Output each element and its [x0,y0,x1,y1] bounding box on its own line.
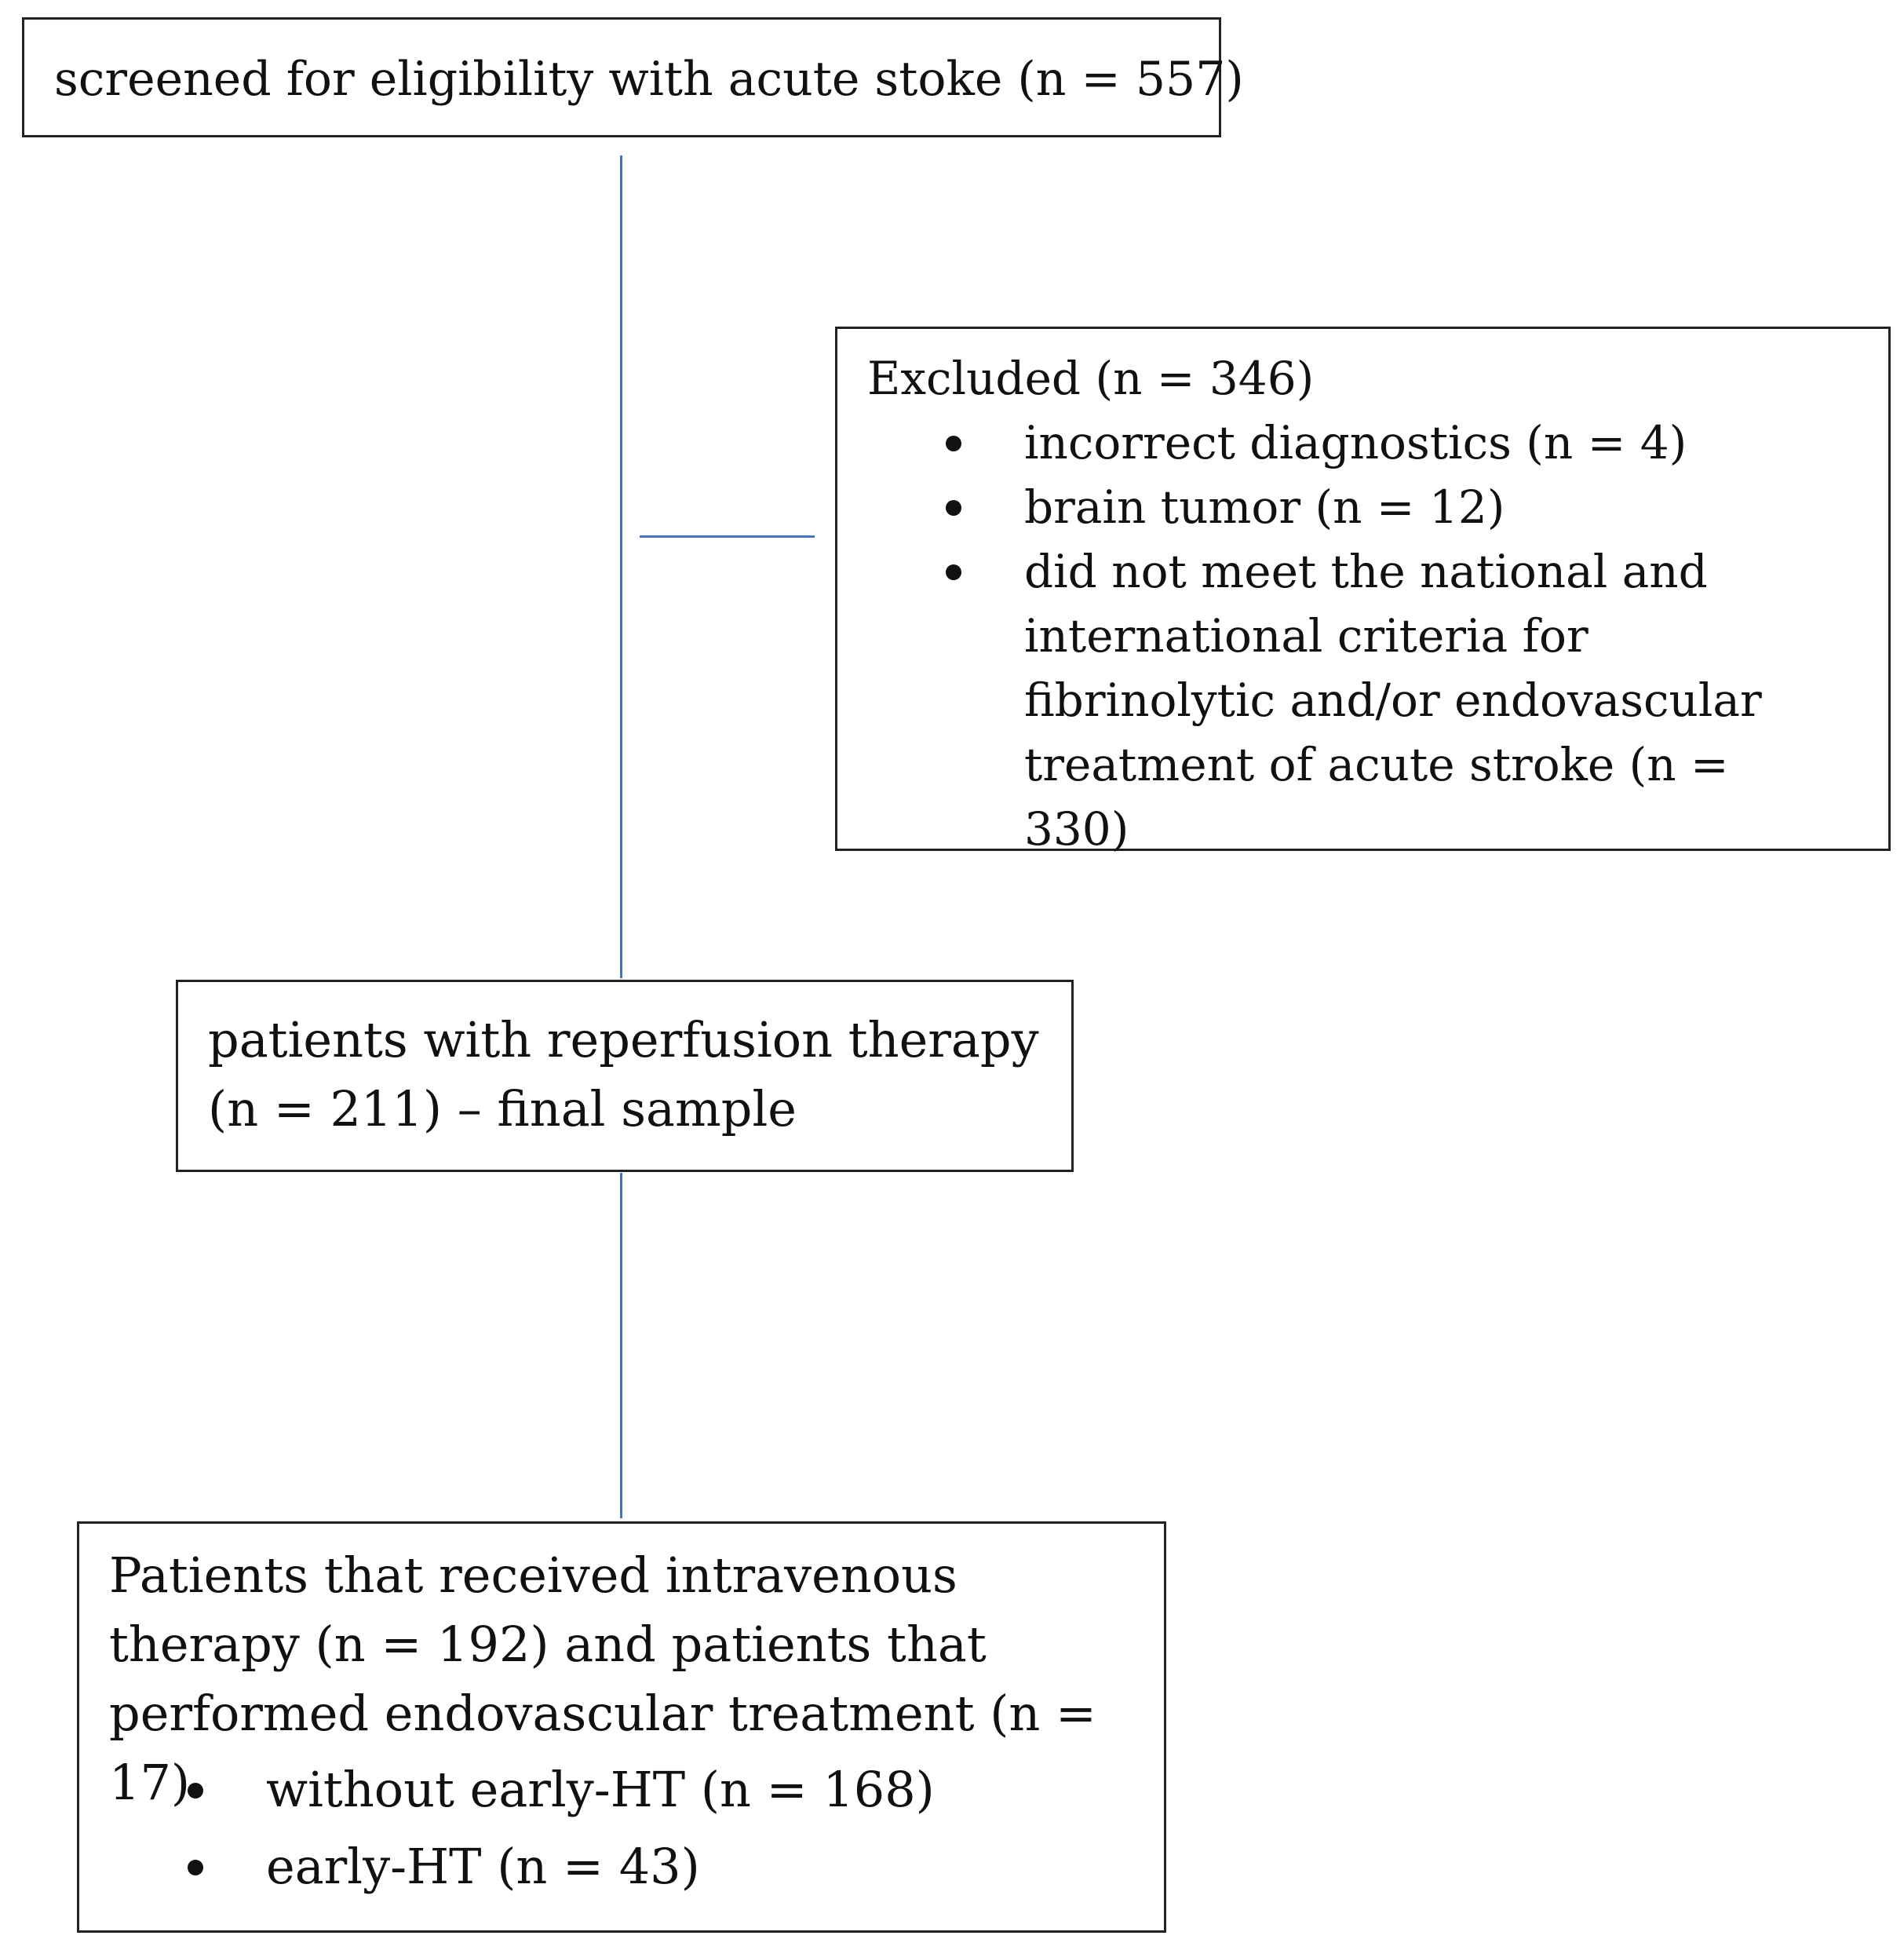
excluded-title: Excluded (n = 346) [867,352,1315,405]
treatment-group-item: early-HT (n = 43) [188,1828,935,1905]
connector-to-excluded [640,535,815,538]
bullet-icon [188,1860,203,1875]
excluded-item: incorrect diagnostics (n = 4) [946,411,1825,475]
excluded-list: incorrect diagnostics (n = 4) brain tumo… [946,411,1825,861]
connector-final-to-groups [620,1173,622,1518]
treatment-group-item: without early-HT (n = 168) [188,1751,935,1828]
screened-text: screened for eligibility with acute stok… [54,52,1244,107]
treatment-groups-list: without early-HT (n = 168) early-HT (n =… [188,1751,935,1905]
treatment-group-label: early-HT (n = 43) [266,1838,700,1895]
bullet-icon [946,500,961,516]
excluded-item-label: brain tumor (n = 12) [1024,480,1505,534]
excluded-item-label: incorrect diagnostics (n = 4) [1024,416,1687,469]
treatment-groups-box: Patients that received intravenous thera… [77,1521,1166,1933]
screened-box: screened for eligibility with acute stok… [22,17,1244,137]
final-sample-box: patients with reperfusion therapy (n = 2… [176,980,1074,1172]
bullet-icon [946,564,961,580]
connector-screened-to-final [620,155,622,978]
bullet-icon [946,436,961,451]
treatment-groups-text: Patients that received intravenous thera… [109,1546,1096,1811]
bullet-icon [188,1783,203,1798]
treatment-group-label: without early-HT (n = 168) [266,1761,935,1818]
excluded-item: brain tumor (n = 12) [946,475,1825,539]
excluded-item: did not meet the national and internatio… [946,539,1825,861]
final-sample-text: patients with reperfusion therapy (n = 2… [208,1011,1039,1138]
excluded-box: Excluded (n = 346) incorrect diagnostics… [835,327,1891,856]
excluded-item-label: did not meet the national and internatio… [1024,545,1762,856]
